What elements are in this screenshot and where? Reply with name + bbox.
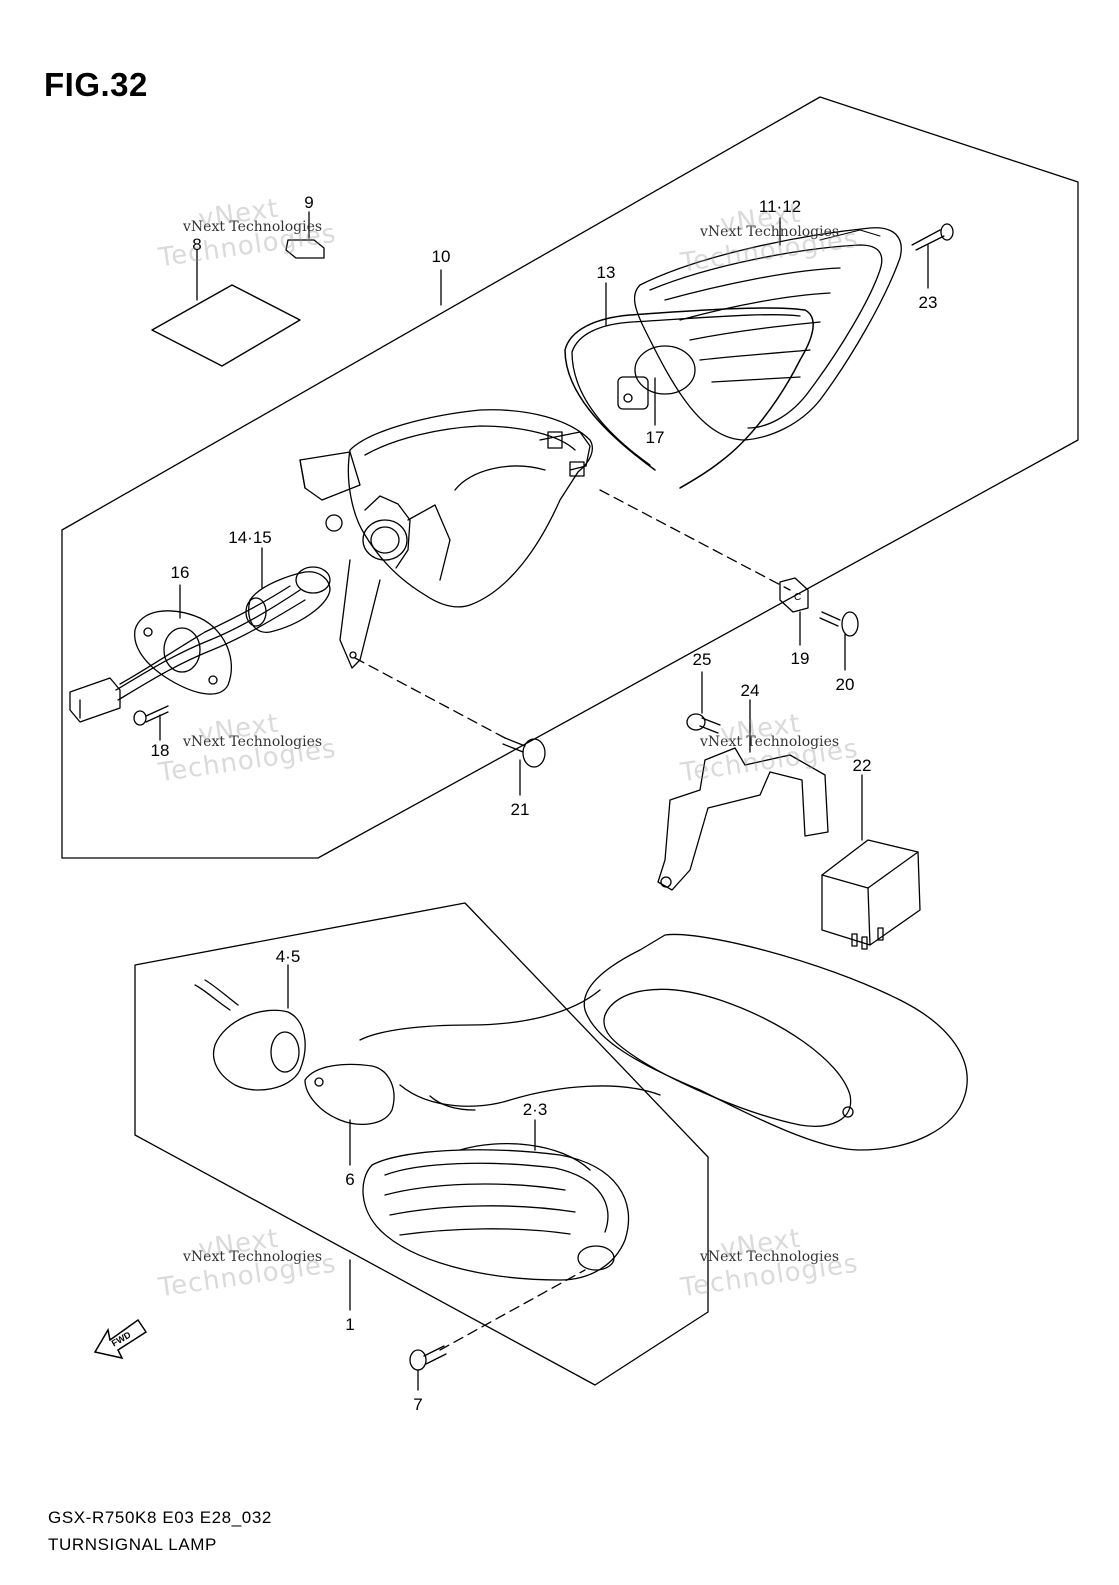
callout-9: 9 <box>304 193 313 212</box>
part-19-screw <box>911 223 954 251</box>
watermark: vNext vNext Technologies Technologies <box>678 708 861 789</box>
callout-22: 21 <box>511 800 530 819</box>
callout-17: 17 <box>646 428 665 447</box>
callout-19: 23 <box>919 293 938 312</box>
callout-23: 22 <box>853 756 872 775</box>
part-22-screw <box>502 737 546 768</box>
part-2-3-lens <box>362 1142 630 1281</box>
watermark: vNext vNext Technologies Technologies <box>156 1223 339 1304</box>
callout-18: 18 <box>151 741 170 760</box>
watermark: vNext vNext Technologies Technologies <box>678 198 861 279</box>
part-18-screw <box>133 705 169 726</box>
callout-10: 10 <box>432 247 451 266</box>
part-24-bracket <box>657 747 829 891</box>
part-23-relay <box>821 839 921 950</box>
callout-24: 24 <box>741 681 760 700</box>
part-11-12-lens <box>633 227 902 441</box>
callout-20: 19 <box>791 649 810 668</box>
callout-25: 25 <box>693 650 712 669</box>
upper-assembly-boundary <box>61 96 1079 859</box>
callout-7: 7 <box>413 1395 422 1414</box>
clip-letter: C <box>794 592 801 603</box>
callout-2-3: 2·3 <box>523 1100 548 1119</box>
callout-14-15: 14·15 <box>228 528 271 547</box>
callout-1: 1 <box>345 1315 354 1334</box>
callout-16: 16 <box>171 563 190 582</box>
watermark: vNext vNext Technologies Technologies <box>678 1223 861 1304</box>
callout-21: 20 <box>836 675 855 694</box>
lamp-housing <box>299 409 593 669</box>
lower-assembly-boundary <box>134 902 709 1386</box>
part-20-clip <box>779 577 809 613</box>
figure-title: FIG.32 <box>44 66 148 103</box>
figure-caption: TURNSIGNAL LAMP <box>48 1535 217 1554</box>
cowling-body <box>359 933 968 1151</box>
model-code: GSX-R750K8 E03 E28_032 <box>48 1508 272 1527</box>
part-21-screw <box>819 611 859 637</box>
part-14-15-socket <box>245 566 331 633</box>
callout-8: 8 <box>192 235 201 254</box>
part-13-gasket <box>564 307 814 489</box>
part-8-pad <box>151 284 301 367</box>
watermark: vNext vNext Technologies Technologies <box>156 708 339 789</box>
callout-4-5: 4·5 <box>276 947 301 966</box>
part-6-bulb <box>304 1063 395 1125</box>
watermark: vNext vNext Technologies Technologies <box>156 193 339 274</box>
callout-13: 13 <box>597 263 616 282</box>
part-25-bolt <box>686 713 721 734</box>
part-9-block <box>285 239 325 259</box>
part-16-grommet <box>69 585 306 723</box>
fwd-arrow-icon: FWD <box>93 1318 148 1360</box>
callout-11-12: 11·12 <box>759 197 801 216</box>
callout-6: 6 <box>345 1170 354 1189</box>
part-17-bulb <box>617 345 696 410</box>
part-4-5-socket <box>194 979 476 1111</box>
